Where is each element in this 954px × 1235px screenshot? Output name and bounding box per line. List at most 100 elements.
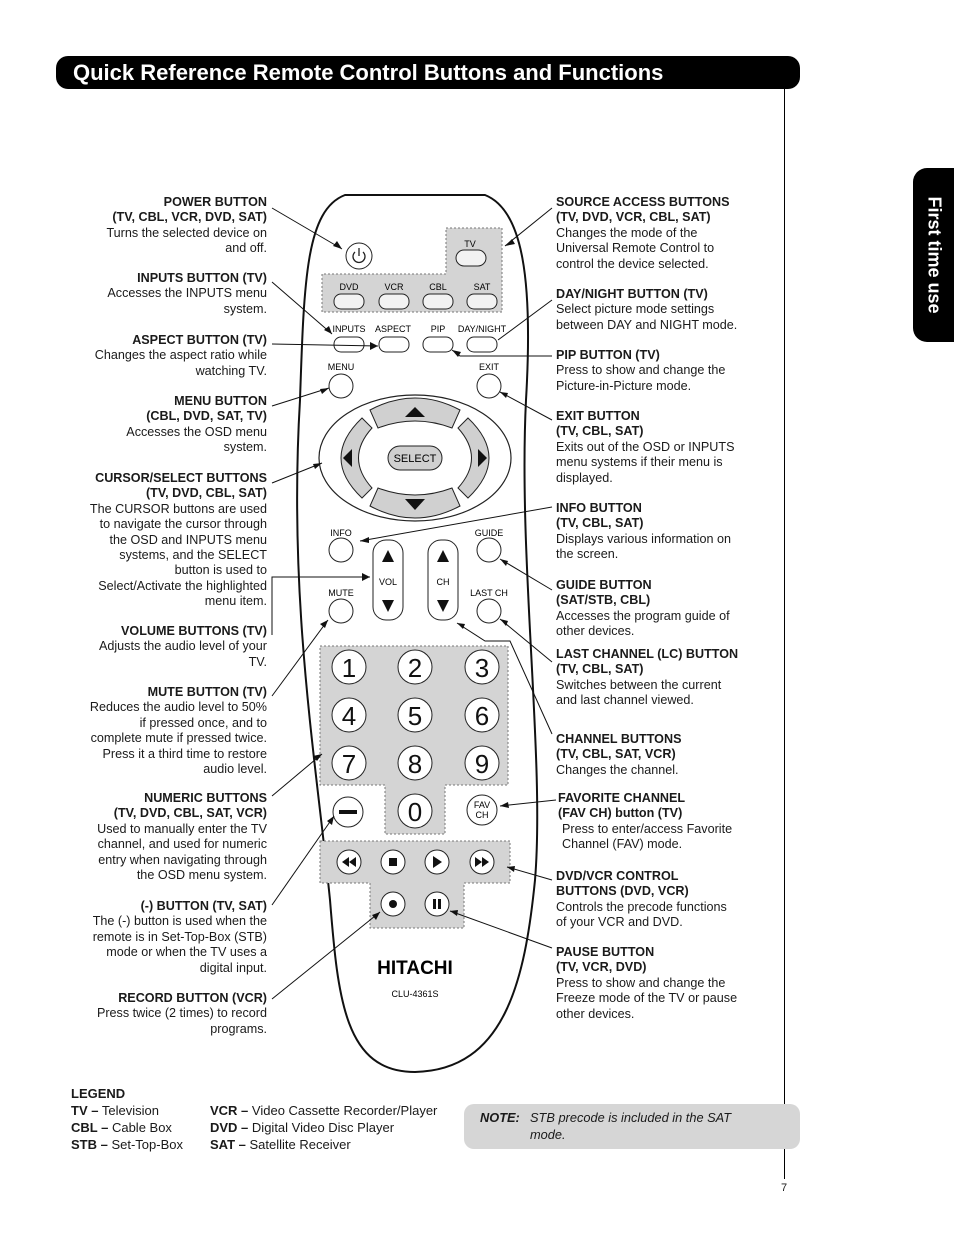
number-2-button[interactable] [397,649,433,685]
guide-label: GUIDE [475,528,504,538]
number-9-button[interactable] [464,745,500,781]
callout-record: RECORD BUTTON (VCR) Press twice (2 times… [96,991,267,1036]
info-label: INFO [330,528,352,538]
digit-3: 3 [475,653,489,683]
inputs-button[interactable] [333,336,365,353]
digit-2: 2 [408,653,422,683]
dvd-source-button[interactable] [333,293,365,310]
day-night-button[interactable] [466,336,498,353]
pip-button[interactable] [422,336,454,353]
number-1-button[interactable] [331,649,367,685]
cursor-right-button[interactable] [457,417,490,499]
callout-pip: PIP BUTTON (TV) Press to show and change… [556,348,726,393]
pip-label: PIP [431,324,446,334]
callout-day-night: DAY/NIGHT BUTTON (TV) Select picture mod… [556,287,738,332]
play-icon [433,856,442,868]
mute-button[interactable] [328,598,354,624]
number-3-button[interactable] [464,649,500,685]
sat-source-label: SAT [474,282,491,292]
menu-button[interactable] [328,373,354,399]
pause-button[interactable] [424,891,450,917]
callout-dash: (-) BUTTON (TV, SAT) The (-) button is u… [92,899,267,975]
exit-button[interactable] [476,373,502,399]
callout-pause: PAUSE BUTTON(TV, VCR, DVD) Press to show… [556,945,738,1021]
model-number: CLU-4361S [391,989,438,999]
section-tab: First time use [913,168,954,342]
cursor-left-button[interactable] [340,417,373,499]
legend-item: STB – Set-Top-Box [71,1137,184,1152]
digit-0: 0 [408,797,422,827]
rewind-icon [342,857,356,867]
callout-menu: MENU BUTTON(CBL, DVD, SAT, TV) Accesses … [126,394,267,455]
inputs-label: INPUTS [332,324,365,334]
vcr-source-button[interactable] [378,293,410,310]
last-ch-label: LAST CH [470,588,508,598]
number-5-button[interactable] [397,697,433,733]
mute-label: MUTE [328,588,354,598]
callout-mute: MUTE BUTTON (TV) Reduces the audio level… [89,685,267,777]
digit-9: 9 [475,749,489,779]
left-arrow-icon [343,449,352,467]
volume-down-icon [382,600,394,612]
digit-4: 4 [342,701,356,731]
note-label: NOTE: [480,1110,520,1125]
last-channel-button[interactable] [476,598,502,624]
aspect-button[interactable] [378,336,410,353]
down-arrow-icon [405,499,425,510]
note-box: NOTE: STB precode is included in the SAT… [464,1104,800,1149]
volume-up-icon [382,550,394,562]
tv-source-button[interactable] [455,249,487,267]
callout-power: POWER BUTTON(TV, CBL, VCR, DVD, SAT) Tur… [106,195,267,256]
digit-8: 8 [408,749,422,779]
callout-numeric: NUMERIC BUTTONS(TV, DVD, CBL, SAT, VCR) … [97,791,267,883]
stop-icon [389,858,397,866]
callout-cursor-select: CURSOR/SELECT BUTTONS(TV, DVD, CBL, SAT)… [89,471,267,609]
callout-info: INFO BUTTON(TV, CBL, SAT) Displays vario… [556,501,731,562]
callout-guide: GUIDE BUTTON(SAT/STB, CBL) Accesses the … [556,578,730,639]
number-4-button[interactable] [331,697,367,733]
info-button[interactable] [328,537,354,563]
pause-icon [433,899,441,909]
callout-favorite: FAVORITE CHANNEL(FAV CH) button (TV) Pre… [558,791,733,852]
legend-item: SAT – Satellite Receiver [210,1137,351,1152]
channel-rocker[interactable] [427,539,459,621]
callout-channel: CHANNEL BUTTONS(TV, CBL, SAT, VCR) Chang… [556,732,682,777]
record-icon [389,900,397,908]
legend-item: DVD – Digital Video Disc Player [210,1120,395,1135]
number-8-button[interactable] [397,745,433,781]
legend-column-2: VCR – Video Cassette Recorder/Player DVD… [210,1102,437,1153]
vcr-source-label: VCR [384,282,404,292]
transport-panel [319,840,511,929]
legend: LEGEND TV – Television CBL – Cable Box S… [71,1085,437,1152]
leader-arrowheads [313,239,515,920]
callout-last-channel: LAST CHANNEL (LC) BUTTON(TV, CBL, SAT) S… [556,647,739,708]
callout-aspect: ASPECT BUTTON (TV) Changes the aspect ra… [94,333,267,378]
number-0-button[interactable] [397,793,433,829]
digit-6: 6 [475,701,489,731]
leader-lines [271,207,557,1000]
source-panel [321,227,503,313]
up-arrow-icon [405,407,425,417]
digit-5: 5 [408,701,422,731]
channel-down-icon [437,600,449,612]
tv-source-label: TV [464,239,476,249]
volume-rocker[interactable] [372,539,404,621]
page-title: Quick Reference Remote Control Buttons a… [73,60,664,85]
legend-item: CBL – Cable Box [71,1120,172,1135]
power-icon [352,248,366,264]
guide-button[interactable] [476,537,502,563]
fav-ch-button[interactable] [466,794,498,826]
cbl-source-button[interactable] [422,293,454,310]
legend-heading: LEGEND [71,1086,126,1101]
numeric-buttons [331,649,500,829]
page-number: 7 [781,1182,788,1194]
digit-1: 1 [342,653,356,683]
channel-up-icon [437,550,449,562]
legend-column-1: TV – Television CBL – Cable Box STB – Se… [71,1102,183,1153]
sat-source-button[interactable] [466,293,498,310]
number-7-button[interactable] [331,745,367,781]
numeric-keypad-panel [319,645,509,835]
number-6-button[interactable] [464,697,500,733]
select-button[interactable] [387,445,443,471]
